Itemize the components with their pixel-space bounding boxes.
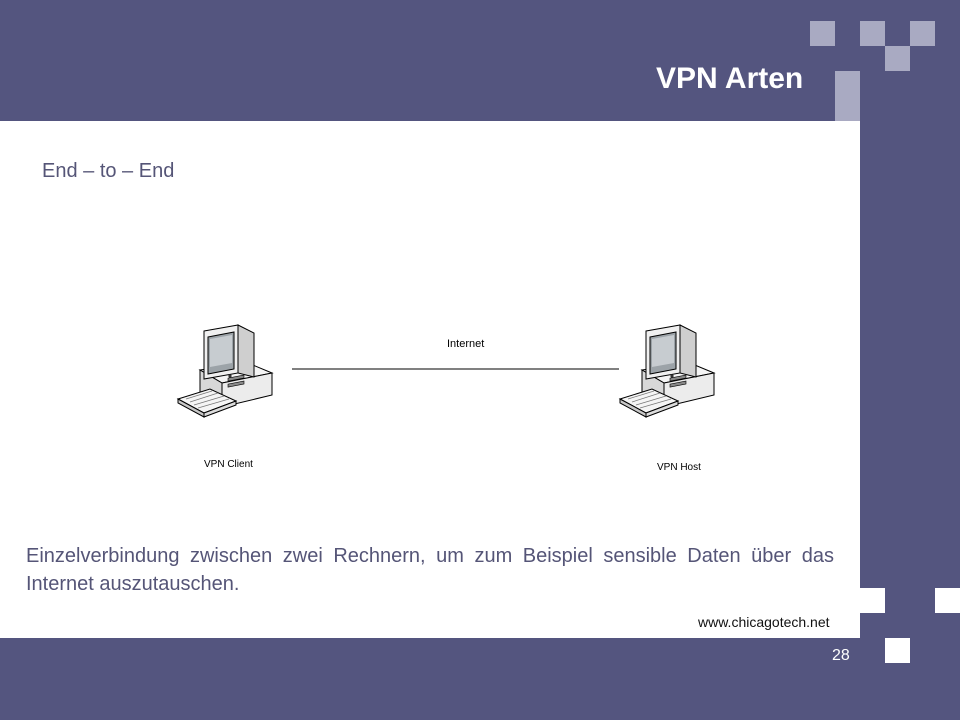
- decorative-square: [885, 638, 910, 663]
- internet-label: Internet: [447, 338, 484, 350]
- vpn-host-computer-icon: [619, 324, 715, 418]
- source-link[interactable]: www.chicagotech.net: [698, 614, 830, 630]
- vpn-diagram: Internet VPN Client VPN Host: [177, 324, 715, 473]
- vpn-client-label: VPN Client: [204, 459, 253, 470]
- decorative-square: [860, 21, 885, 46]
- decorative-square: [860, 588, 885, 613]
- page-number: 28: [832, 647, 850, 664]
- slide-title: VPN Arten: [656, 62, 804, 95]
- vpn-host-label: VPN Host: [657, 462, 701, 473]
- slide-subtitle: End – to – End: [42, 160, 175, 182]
- decorative-square: [935, 588, 960, 613]
- decorative-square: [835, 71, 860, 121]
- content-area: [0, 121, 860, 638]
- decorative-square: [810, 21, 835, 46]
- slide-body-text: Einzelverbindung zwischen zwei Rechnern,…: [26, 545, 834, 595]
- decorative-square: [885, 46, 910, 71]
- vpn-client-computer-icon: [177, 324, 273, 418]
- decorative-square: [910, 21, 935, 46]
